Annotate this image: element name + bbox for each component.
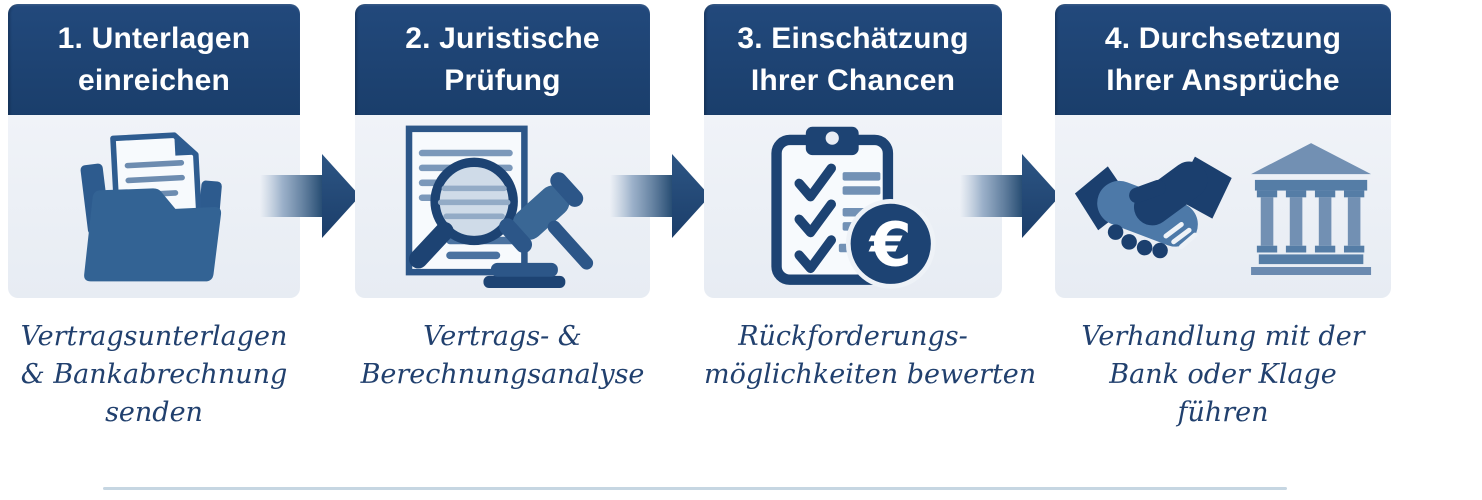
step-3-title-line-1: 3. Einschätzung: [737, 21, 969, 55]
step-4-description-line-3: führen: [1177, 397, 1269, 428]
step-4: 4. Durchsetzung Ihrer Ansprüche: [1055, 4, 1391, 432]
step-2-description: Vertrags- & Berechnungsanalyse: [355, 318, 650, 394]
bank-icon: [1251, 142, 1372, 275]
clipboard-checklist-euro-icon: €: [771, 126, 936, 289]
arrow-right-icon: [610, 154, 710, 238]
euro-symbol: €: [868, 210, 912, 280]
step-4-title-line-2: Ihrer Ansprüche: [1106, 63, 1340, 97]
handshake-icon: [1074, 156, 1232, 258]
step-4-description-line-1: Verhandlung mit der: [1081, 321, 1365, 352]
step-4-header: 4. Durchsetzung Ihrer Ansprüche: [1055, 4, 1391, 115]
step-2-panel: [355, 115, 650, 298]
step-3-title-line-2: Ihrer Chancen: [750, 63, 956, 97]
step-4-title-line-1: 4. Durchsetzung: [1104, 21, 1342, 55]
step-3: 3. Einschätzung Ihrer Chancen: [704, 4, 1037, 394]
step-3-description-line-1: Rückforderungs-: [738, 321, 968, 352]
step-3-panel: €: [704, 115, 1002, 298]
step-2-description-line-2: Berechnungsanalyse: [360, 359, 645, 390]
step-1-description-line-1: Vertragsunterlagen: [20, 321, 288, 352]
step-1-header: 1. Unterlagen einreichen: [8, 4, 300, 115]
step-1-title-line-2: einreichen: [77, 63, 231, 97]
step-3-header: 3. Einschätzung Ihrer Chancen: [704, 4, 1002, 115]
step-4-panel: [1055, 115, 1391, 298]
step-2-description-line-1: Vertrags- &: [423, 321, 582, 352]
folder-documents-icon: [80, 131, 222, 281]
arrow-right-icon: [960, 154, 1060, 238]
step-1-panel: [8, 115, 300, 298]
step-2: 2. Juristische Prüfung: [355, 4, 650, 394]
step-1: 1. Unterlagen einreichen: [8, 4, 300, 432]
step-2-title-line-1: 2. Juristische: [405, 21, 600, 55]
arrow-right-icon: [260, 154, 360, 238]
step-3-description: Rückforderungs- möglichkeiten bewerten: [704, 318, 1037, 394]
step-1-description: Vertragsunterlagen & Bankabrechnung send…: [8, 318, 300, 432]
step-3-description-line-2: möglichkeiten bewerten: [704, 359, 1037, 390]
step-2-header: 2. Juristische Prüfung: [355, 4, 650, 115]
bottom-divider: [103, 487, 1287, 490]
step-1-description-line-3: senden: [105, 397, 203, 428]
step-1-description-line-2: & Bankabrechnung: [20, 359, 288, 390]
step-4-description-line-2: Bank oder Klage: [1109, 359, 1337, 390]
step-1-title-line-1: 1. Unterlagen: [57, 21, 251, 55]
handshake-bank-icon: [1074, 142, 1372, 275]
step-4-description: Verhandlung mit der Bank oder Klage führ…: [1055, 318, 1391, 432]
step-2-title-line-2: Prüfung: [444, 63, 561, 97]
document-magnifier-gavel-icon: [405, 125, 593, 288]
